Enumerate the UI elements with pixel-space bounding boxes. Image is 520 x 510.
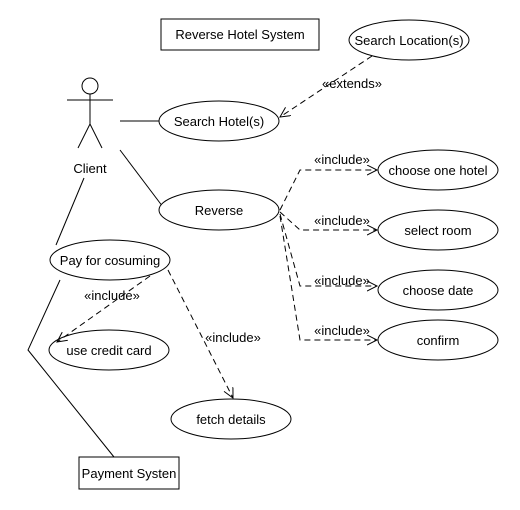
association-payment-system (27, 279, 119, 463)
include-label-confirm: «include» (314, 323, 370, 338)
include-label-credit-card: «include» (84, 288, 140, 303)
include-label-choose-date: «include» (314, 273, 370, 288)
payment-system-label: Payment Systen (82, 466, 177, 481)
system-title: Reverse Hotel System (175, 27, 304, 42)
confirm-label: confirm (417, 333, 460, 348)
include-arrow-fetch-details (167, 269, 233, 398)
include-arrow-credit-card (57, 275, 151, 342)
extends-label: «extends» (322, 76, 382, 91)
search-location-label: Search Location(s) (354, 33, 463, 48)
payment-system-box (78, 456, 180, 490)
choose-date-label: choose date (403, 283, 474, 298)
system-title-box (160, 18, 320, 51)
association-client-reverse (119, 149, 164, 208)
pay-label: Pay for cosuming (60, 253, 160, 268)
include-label-fetch-details: «include» (205, 330, 261, 345)
choose-hotel-label: choose one hotel (388, 163, 487, 178)
include-label-choose-hotel: «include» (314, 152, 370, 167)
use-case-fetch-details (170, 398, 292, 440)
include-arrow-confirm (279, 215, 377, 340)
association-client-pay (55, 177, 85, 246)
select-room-label: select room (404, 223, 471, 238)
search-hotel-label: Search Hotel(s) (174, 114, 264, 129)
use-case-search-hotel (158, 100, 280, 142)
credit-card-label: use credit card (66, 343, 151, 358)
use-case-reverse (158, 189, 280, 231)
fetch-details-label: fetch details (196, 412, 266, 427)
extends-arrow (280, 55, 373, 117)
include-arrow-choose-date (279, 213, 377, 286)
use-case-search-location (348, 19, 470, 61)
reverse-label: Reverse (195, 203, 243, 218)
use-case-pay (49, 239, 171, 281)
client-actor-icon (67, 77, 113, 149)
client-label: Client (73, 161, 107, 176)
include-label-select-room: «include» (314, 213, 370, 228)
use-case-credit-card (48, 329, 170, 371)
include-arrow-choose-hotel (279, 170, 377, 211)
